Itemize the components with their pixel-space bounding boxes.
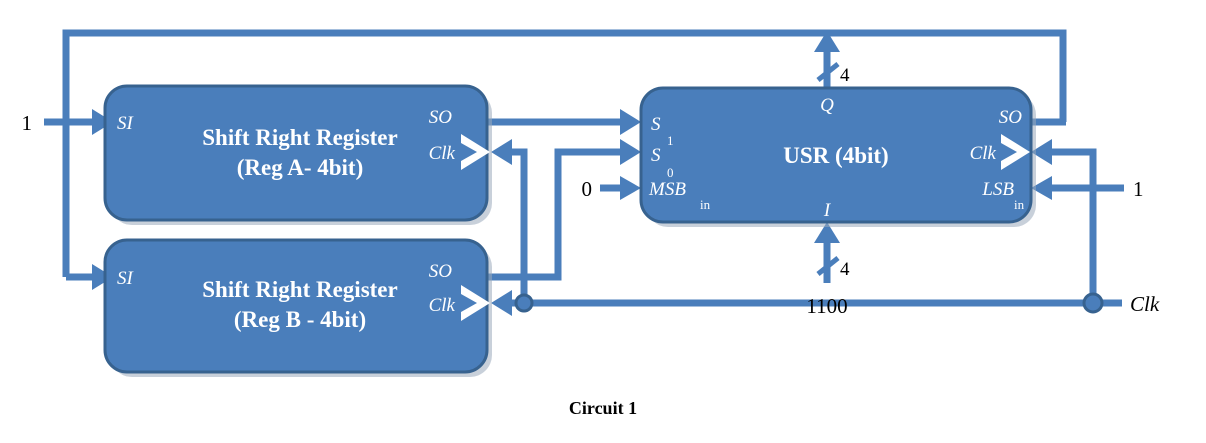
label-rega-si-input: 1 <box>22 111 33 135</box>
usr-port-s1: S <box>651 114 661 135</box>
arrowhead-regb-si <box>92 264 113 290</box>
label-q-bus-width: 4 <box>840 65 850 86</box>
bus-slash-i <box>816 256 840 276</box>
reg-b-port-so: SO <box>429 261 453 282</box>
usr-port-i: I <box>823 200 832 221</box>
figure-caption: Circuit 1 <box>568 398 638 418</box>
reg-b-port-si: SI <box>117 268 135 289</box>
reg-b-body <box>103 238 489 374</box>
arrowhead-usr-s1 <box>620 109 641 135</box>
reg-a-title-line1: Shift Right Register <box>202 125 397 150</box>
reg-a-clk-notch-icon <box>461 134 490 170</box>
label-clock-source: Clk <box>1130 292 1160 316</box>
usr-body <box>639 86 1033 224</box>
usr-port-s0-subscript: 0 <box>667 165 674 180</box>
arrowhead-usr-msbin <box>620 176 641 200</box>
label-i-bus-width: 4 <box>840 259 850 280</box>
arrowhead-usr-i <box>814 222 840 243</box>
arrowhead-usr-clk <box>1031 139 1052 165</box>
label-usr-lsbin-value: 1 <box>1133 177 1144 201</box>
junction-dot-clk-source <box>1082 292 1104 314</box>
reg-a-port-so: SO <box>429 107 453 128</box>
usr-port-clk: Clk <box>970 143 997 164</box>
usr-port-lsbin: LSB <box>981 179 1014 200</box>
reg-b-port-clk: Clk <box>429 295 456 316</box>
usr-port-s0: S <box>651 145 661 166</box>
wire-regb-so-to-usr-s0 <box>487 148 620 281</box>
arrowhead-usr-s0 <box>620 139 641 165</box>
usr-clk-notch-icon <box>1001 134 1030 170</box>
reg-b-title-line2: (Reg B - 4bit) <box>234 307 366 332</box>
usr-port-msbin-subscript: in <box>700 197 711 212</box>
label-usr-msbin-value: 0 <box>582 177 593 201</box>
external-label-layer: 1 0 1 1100 Clk 4 4 <box>22 65 1160 318</box>
usr-port-s1-subscript: 1 <box>667 133 674 148</box>
label-usr-i-value: 1100 <box>806 294 847 318</box>
reg-a-title-line2: (Reg A- 4bit) <box>237 155 363 180</box>
wire-clk-to-usr-clk <box>1052 148 1097 303</box>
arrowhead-rega-si <box>92 109 113 135</box>
reg-a-port-si: SI <box>117 113 135 134</box>
usr-port-q: Q <box>820 95 834 116</box>
arrowhead-regb-clk <box>491 290 512 316</box>
reg-a-port-clk: Clk <box>429 143 456 164</box>
arrowhead-usr-lsbin <box>1031 176 1052 200</box>
block-usr[interactable]: USR (4bit) S 1 S 0 MSB in SO Clk LSB in … <box>639 86 1036 227</box>
block-reg-b[interactable]: Shift Right Register (Reg B - 4bit) SI S… <box>103 238 492 377</box>
wire-usr-so-feedback <box>62 29 1067 277</box>
usr-port-lsbin-subscript: in <box>1014 197 1025 212</box>
arrowhead-usr-q <box>814 31 840 52</box>
bus-slash-q <box>816 62 840 82</box>
usr-port-so: SO <box>999 107 1023 128</box>
wire-clk-to-rega-clk <box>512 148 528 303</box>
usr-title: USR (4bit) <box>783 143 888 168</box>
arrowhead-rega-clk <box>491 139 512 165</box>
wire-layer <box>44 29 1124 316</box>
usr-port-msbin: MSB <box>648 179 686 200</box>
reg-b-clk-notch-icon <box>461 285 490 321</box>
reg-b-title-line1: Shift Right Register <box>202 277 397 302</box>
block-reg-a[interactable]: Shift Right Register (Reg A- 4bit) SI SO… <box>103 84 492 225</box>
junction-dot-regb-clk <box>514 293 534 313</box>
